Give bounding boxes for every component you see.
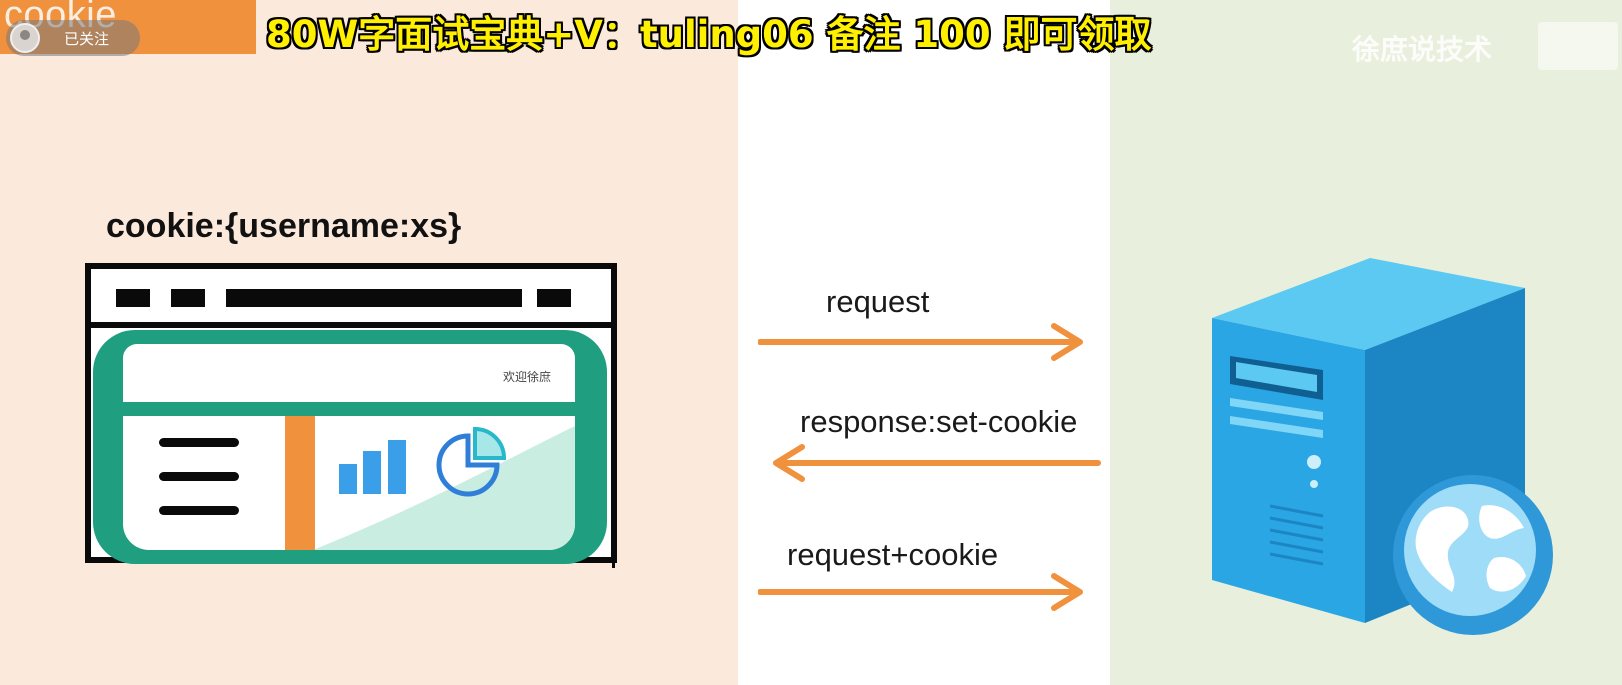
promo-banner: 80W字面试宝典+V：tuling06 备注 100 即可领取	[266, 13, 1152, 56]
globe-icon	[1393, 475, 1553, 635]
menu-icon	[159, 438, 239, 447]
menu-icon	[159, 472, 239, 481]
browser-window-icon: 欢迎徐庶	[85, 263, 617, 564]
request-arrow	[758, 323, 1083, 361]
welcome-text: 欢迎徐庶	[502, 370, 551, 384]
watermark: 徐庶说技术	[1352, 33, 1493, 66]
response-arrow	[773, 444, 1101, 482]
response-label: response:set-cookie	[800, 404, 1078, 439]
browser-shadow	[612, 263, 615, 568]
request-label: request	[826, 284, 930, 319]
toolbar-divider	[91, 322, 611, 328]
watermark-logo-icon	[1538, 22, 1618, 70]
menu-icon	[159, 506, 239, 515]
app-header: 欢迎徐庶	[123, 344, 575, 402]
toolbar-block	[116, 289, 150, 307]
sidebar-divider	[285, 416, 315, 550]
address-bar	[226, 289, 522, 307]
body-wave	[313, 426, 575, 550]
app-body	[123, 416, 575, 550]
request-cookie-arrow	[758, 573, 1083, 611]
app-screen: 欢迎徐庶	[93, 330, 607, 564]
request-cookie-label: request+cookie	[787, 537, 999, 572]
cookie-label: cookie:{username:xs}	[106, 207, 462, 245]
bar-chart-icon	[339, 440, 406, 494]
toolbar-block	[171, 289, 205, 307]
toolbar-block	[537, 289, 571, 307]
avatar[interactable]	[10, 23, 40, 53]
follow-label[interactable]: 已关注	[64, 31, 110, 48]
pie-chart-icon	[436, 426, 507, 497]
